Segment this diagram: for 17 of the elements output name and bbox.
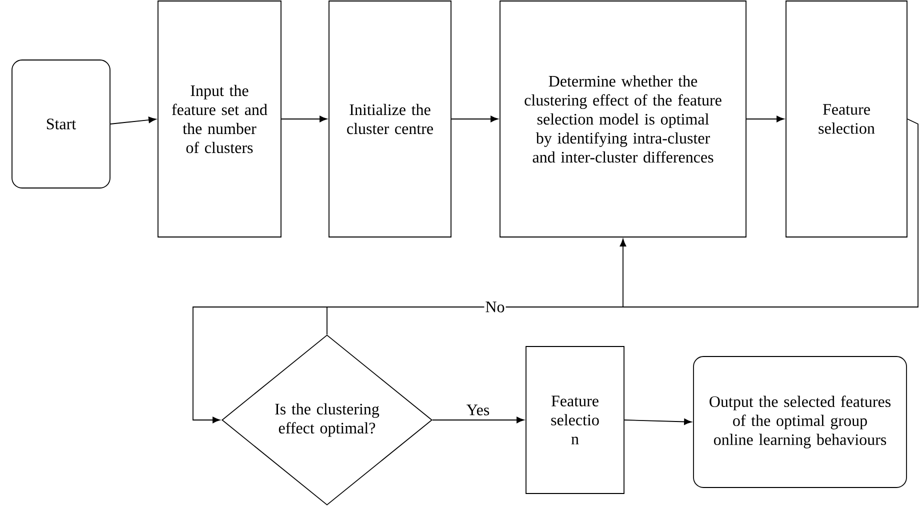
arrow bbox=[326, 238, 626, 335]
arrow bbox=[192, 118, 918, 424]
edge-label: Yes bbox=[465, 404, 491, 416]
arrow bbox=[432, 416, 524, 424]
process-box: Initialize the cluster centre bbox=[328, 0, 452, 238]
process-box: Feature selectio n bbox=[526, 346, 624, 494]
process-box: Input the feature set and the number of clusters bbox=[158, 0, 282, 238]
arrow bbox=[451, 116, 498, 122]
arrow bbox=[281, 116, 328, 122]
terminal-box: Start bbox=[12, 60, 110, 188]
arrow bbox=[110, 116, 156, 124]
arrow bbox=[624, 418, 692, 425]
arrow bbox=[746, 116, 784, 122]
terminal-box: Output the selected features of the optimal group online learning behaviours bbox=[693, 356, 907, 488]
process-box: Determine whether the clustering effect of the feature selection model is optimal by identifying intra-cluster and inter-cluster differences bbox=[500, 0, 746, 238]
edge-label: No bbox=[484, 300, 506, 314]
process-box: Feature selection bbox=[786, 0, 908, 238]
